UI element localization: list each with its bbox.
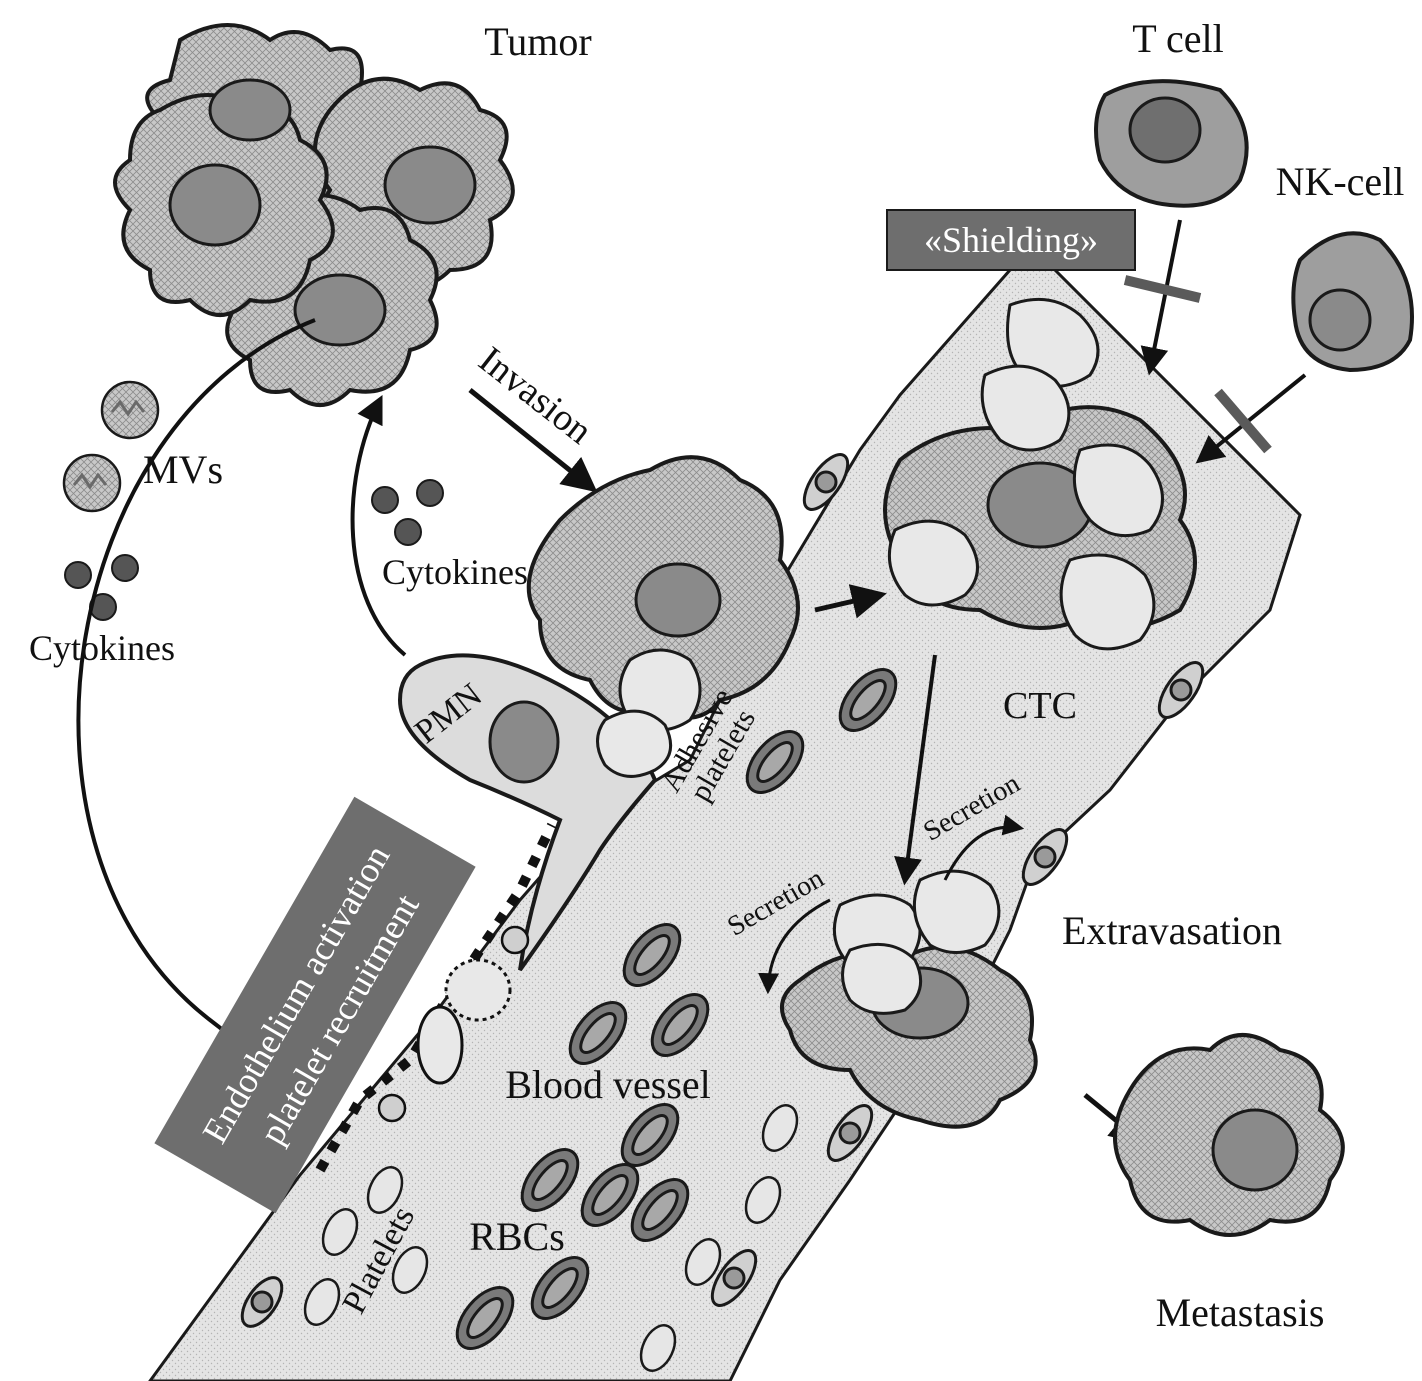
platelet bbox=[321, 1208, 359, 1256]
extravasation-platelet bbox=[841, 942, 923, 1015]
rbc bbox=[520, 1148, 580, 1212]
shield-platelet bbox=[1059, 553, 1156, 651]
metastasis-label: Metastasis bbox=[1156, 1290, 1325, 1335]
pmn-to-tumor-arrow bbox=[350, 394, 407, 657]
metastasis-cell bbox=[1113, 1033, 1345, 1237]
invading-tumor-cell bbox=[526, 455, 800, 720]
endothelial-nucleus bbox=[250, 1290, 274, 1314]
cytokine bbox=[111, 554, 139, 582]
ctc-cluster bbox=[883, 297, 1197, 651]
cytokine bbox=[394, 518, 422, 546]
microvesicle-rna-icon bbox=[72, 472, 108, 490]
cytokines-left-label: Cytokines bbox=[29, 628, 175, 668]
recruited-platelet bbox=[500, 925, 530, 955]
to-ctc-arrow bbox=[814, 584, 887, 619]
invasion-arrow bbox=[468, 388, 598, 493]
rbc bbox=[622, 923, 682, 987]
tumor-nucleus bbox=[383, 145, 477, 225]
rbcs-label: RBCs bbox=[469, 1214, 565, 1259]
ctc-label: CTC bbox=[1003, 685, 1077, 727]
rbc bbox=[630, 1178, 690, 1242]
shield-platelet bbox=[1006, 297, 1100, 388]
shielding-label: «Shielding» bbox=[924, 220, 1098, 260]
endothelial-cells bbox=[240, 453, 1205, 1328]
extravasation-platelet bbox=[912, 869, 1001, 954]
extravasation-label: Extravasation bbox=[1062, 908, 1282, 953]
tumor-nucleus bbox=[293, 273, 387, 347]
ctc-to-extravasation-arrow bbox=[894, 654, 937, 886]
extravasation-platelets bbox=[832, 869, 1001, 1015]
t-cell bbox=[1094, 79, 1249, 208]
adhesive-platelets bbox=[596, 648, 702, 778]
t-cell-inhibition-bar bbox=[1123, 275, 1202, 303]
pmn-nucleus bbox=[488, 700, 560, 784]
shield-platelet bbox=[980, 364, 1071, 452]
platelet bbox=[366, 1166, 404, 1214]
invasion-label: Invasion bbox=[471, 339, 600, 453]
platelet bbox=[303, 1278, 341, 1326]
nk-cell bbox=[1291, 231, 1414, 373]
endothelial-nucleus bbox=[814, 470, 838, 494]
rbc bbox=[580, 1163, 640, 1227]
endothelial-nucleus bbox=[1033, 845, 1057, 869]
nk-cell-nucleus bbox=[1308, 288, 1372, 352]
t-cell-label: T cell bbox=[1132, 16, 1223, 61]
rbc bbox=[745, 730, 805, 794]
endothelial-nucleus bbox=[722, 1266, 746, 1290]
rbc bbox=[530, 1256, 590, 1320]
tumor-nucleus bbox=[208, 78, 292, 142]
platelet bbox=[744, 1176, 782, 1224]
recruited-platelet bbox=[416, 1005, 464, 1085]
platelet bbox=[639, 1324, 677, 1372]
secretion-arrow-right bbox=[943, 814, 1025, 881]
nk-cell-arrow bbox=[1195, 373, 1307, 464]
pmn-cell bbox=[397, 653, 658, 972]
cytokine bbox=[416, 479, 444, 507]
blood-vessel-label: Blood vessel bbox=[505, 1062, 711, 1107]
endothelium-box bbox=[154, 796, 476, 1214]
shield-platelet bbox=[887, 519, 979, 607]
tumor-cluster bbox=[113, 23, 515, 407]
cytokine bbox=[371, 486, 399, 514]
rbc bbox=[568, 1001, 628, 1065]
rbc bbox=[620, 1103, 680, 1167]
shield-platelet bbox=[1072, 443, 1164, 538]
adhesive-platelet bbox=[618, 648, 702, 732]
mvs-label: MVs bbox=[143, 447, 223, 492]
endothelial-nucleus bbox=[1169, 678, 1193, 702]
tumor-label: Tumor bbox=[484, 19, 591, 64]
nk-cell-label: NK-cell bbox=[1276, 159, 1405, 204]
nk-cell-inhibition-bar bbox=[1214, 388, 1272, 454]
free-platelets bbox=[303, 1104, 799, 1372]
platelet-recruitment-chain bbox=[315, 822, 557, 1173]
rbc bbox=[838, 668, 898, 732]
microvesicle-rna-icon bbox=[110, 399, 146, 417]
pmn-body bbox=[397, 653, 658, 972]
recruited-platelet bbox=[377, 1093, 407, 1123]
metastasis-nucleus bbox=[1211, 1108, 1299, 1192]
invading-cell-nucleus bbox=[634, 562, 722, 638]
platelet bbox=[761, 1104, 799, 1152]
platelet bbox=[684, 1238, 722, 1286]
microvesicles bbox=[62, 380, 160, 513]
extravasating-cell bbox=[780, 869, 1038, 1129]
shielding-box bbox=[886, 209, 1136, 271]
cytokine bbox=[64, 561, 92, 589]
activated-platelet bbox=[444, 958, 512, 1022]
t-cell-arrow bbox=[1140, 219, 1182, 376]
shielding-platelets bbox=[887, 297, 1164, 651]
platelet bbox=[391, 1246, 429, 1294]
rbc bbox=[455, 1286, 515, 1350]
cytokines-mid-label: Cytokines bbox=[382, 552, 528, 592]
rbc bbox=[650, 993, 710, 1057]
secretion-arrow-left bbox=[758, 898, 831, 995]
adhesive-platelet bbox=[596, 709, 673, 778]
tumor-nucleus bbox=[168, 163, 262, 247]
cytokine-dots bbox=[64, 479, 444, 621]
t-cell-nucleus bbox=[1128, 96, 1202, 164]
endothelial-nucleus bbox=[838, 1121, 862, 1145]
rbcs bbox=[455, 668, 898, 1350]
